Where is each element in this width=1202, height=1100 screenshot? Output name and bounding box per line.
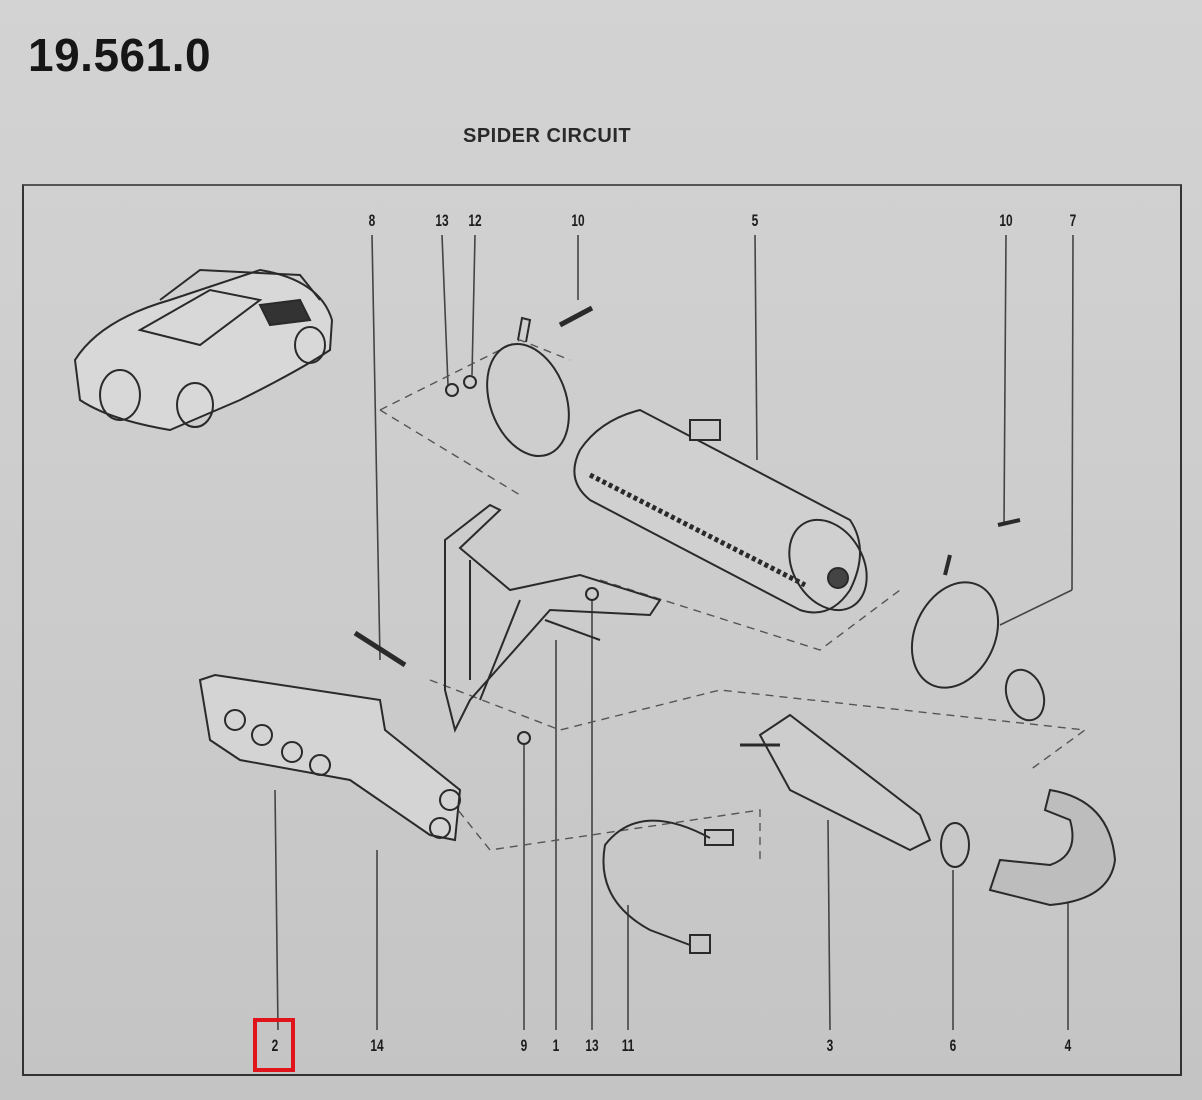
- leader-lines: [274, 234, 1074, 1031]
- part-label-10-right: 10: [999, 211, 1013, 230]
- part-label-8: 8: [368, 211, 376, 230]
- exhaust-manifold: [198, 673, 462, 842]
- highlight-box-label-2: [253, 1018, 295, 1072]
- muffler: [573, 408, 868, 614]
- car-icon: [73, 268, 334, 432]
- reference-number: 19.561.0: [28, 29, 212, 81]
- diagram-frame: [22, 184, 1182, 1076]
- exhaust-pipe-bend: [988, 788, 1117, 907]
- part-label-14: 14: [370, 1036, 384, 1055]
- muffler-clamp-right: [910, 518, 1046, 722]
- part-label-13: 13: [435, 211, 449, 230]
- muffler-clamp-left: [445, 305, 594, 458]
- part-label-12: 12: [468, 211, 482, 230]
- part-label-6: 6: [949, 1036, 957, 1055]
- part-label-7: 7: [1069, 211, 1077, 230]
- diagram-title: SPIDER CIRCUIT: [463, 125, 632, 147]
- catalytic-converter: [740, 713, 970, 868]
- part-label-5: 5: [751, 211, 759, 230]
- part-label-13-bottom: 13: [585, 1036, 599, 1055]
- part-label-2: 2: [271, 1036, 279, 1055]
- part-label-10: 10: [571, 211, 585, 230]
- support-bracket: [353, 503, 662, 745]
- part-label-11: 11: [621, 1036, 635, 1055]
- part-label-3: 3: [826, 1036, 834, 1055]
- assembly-dashed-lines: [379, 339, 1087, 860]
- part-label-1: 1: [552, 1036, 560, 1055]
- part-label-9: 9: [520, 1036, 528, 1055]
- part-label-4: 4: [1064, 1036, 1072, 1055]
- oxygen-sensor: [602, 819, 734, 954]
